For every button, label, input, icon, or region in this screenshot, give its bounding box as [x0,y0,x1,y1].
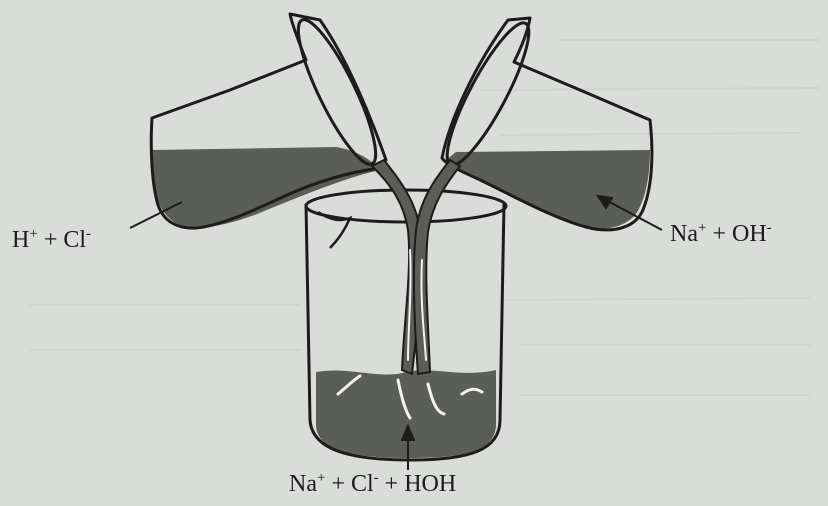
label-text: + Cl [325,471,373,497]
left-reactant-label: H+ + Cl- [12,226,91,254]
label-text: + Cl [38,227,86,253]
left-pouring-beaker [151,12,388,228]
label-superscript: - [767,220,772,236]
label-text: + OH [706,221,766,247]
right-reactant-label: Na+ + OH- [670,220,772,248]
label-text: H [12,227,29,253]
label-text: Na [289,471,317,497]
label-superscript: - [86,226,91,242]
receiving-beaker-liquid [316,370,496,458]
label-text: Na [670,221,698,247]
right-pouring-beaker [435,15,652,230]
label-superscript: + [29,226,37,242]
product-label: Na+ + Cl- + HOH [289,470,456,498]
label-text: + HOH [379,471,457,497]
left-beaker-liquid [152,147,380,227]
